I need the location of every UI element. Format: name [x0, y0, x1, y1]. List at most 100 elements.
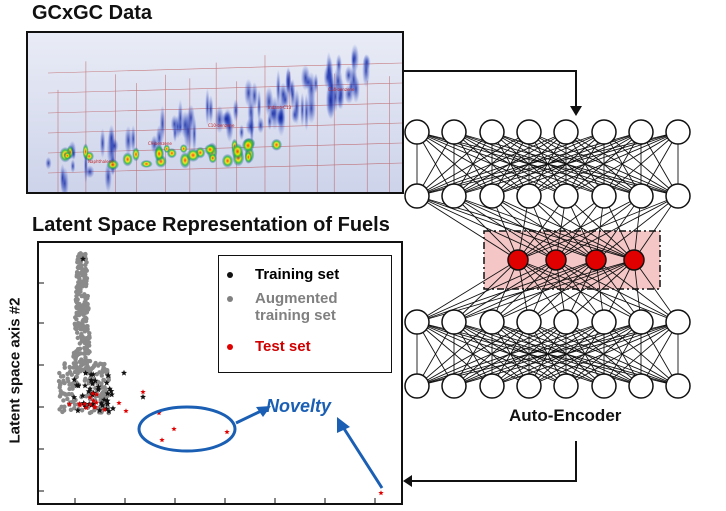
gc-peak-label: C10-benzene [208, 123, 235, 128]
ae-connection [528, 131, 605, 197]
ae-connection [517, 259, 642, 323]
neuron [628, 309, 654, 335]
test-point [171, 426, 177, 432]
augmented-point [75, 348, 80, 353]
ae-connection [555, 259, 567, 323]
training-point [71, 376, 78, 383]
training-point [99, 402, 106, 409]
augmented-point [83, 376, 88, 381]
augmented-point [83, 283, 89, 289]
augmented-point [68, 407, 74, 413]
latent-space-title: Latent Space Representation of Fuels [32, 214, 390, 236]
ae-connection [453, 131, 605, 197]
legend-training: Training set [227, 266, 339, 283]
neuron [516, 119, 542, 145]
ae-connection [603, 131, 642, 197]
augmented-point [99, 373, 104, 378]
ae-connection [453, 131, 642, 197]
ae-connection [453, 321, 493, 387]
ae-connection [633, 195, 679, 261]
augmented-point [92, 407, 97, 413]
augmented-point [85, 295, 90, 301]
augmented-point [76, 264, 81, 269]
bottleneck-neuron [507, 249, 529, 271]
ae-connection [491, 259, 557, 323]
training-point [74, 407, 81, 414]
test-point [94, 391, 100, 397]
ae-connection [416, 131, 605, 197]
training-point [121, 369, 127, 376]
ae-connection [453, 321, 530, 387]
ae-connection [565, 321, 605, 387]
test-point [82, 401, 88, 407]
test-point [224, 429, 230, 435]
ae-connection [491, 195, 635, 261]
augmented-point [78, 368, 83, 374]
legend-augmented: Augmented training set [227, 290, 387, 324]
augmented-point [99, 362, 105, 367]
novelty-arrow-left [235, 409, 262, 425]
ae-connection [416, 321, 642, 387]
ae-connection [453, 131, 642, 197]
augmented-point [96, 379, 101, 385]
ae-connection [603, 131, 679, 197]
ae-connection [595, 195, 605, 261]
novelty-arrowhead-left [256, 406, 271, 417]
ae-connection [416, 321, 530, 387]
augmented-point [72, 405, 77, 411]
augmented-point [84, 260, 89, 265]
neuron [479, 183, 505, 209]
novelty-ellipse [137, 405, 237, 453]
augmented-point [74, 316, 79, 322]
legend-training-label: Training set [255, 266, 340, 283]
ae-connection [528, 259, 597, 323]
gc-peak-label: Naphthalene [88, 159, 114, 164]
y-axis-label: Latent space axis #2 [6, 297, 24, 444]
training-point [95, 386, 102, 393]
augmented-point [101, 377, 107, 383]
novelty-arrow-right [341, 426, 384, 489]
augmented-point [74, 285, 79, 290]
augmented-point [82, 292, 87, 298]
ae-connection [565, 321, 642, 387]
augmented-point [57, 385, 62, 390]
ae-connection [491, 321, 567, 387]
neuron [628, 183, 654, 209]
test-point [123, 408, 129, 414]
test-point [93, 399, 100, 405]
ae-connection [416, 131, 567, 197]
ae-connection [416, 131, 455, 197]
ae-connection [416, 131, 567, 197]
ae-connection [491, 259, 635, 323]
gc-peak-label: Indane-C13 [268, 105, 291, 110]
ae-connection [528, 195, 597, 261]
ae-connection [517, 259, 679, 323]
ae-connection [453, 321, 567, 387]
augmented-point [76, 289, 81, 295]
augmented-point [69, 391, 74, 397]
test-point [140, 389, 146, 395]
neuron [553, 309, 579, 335]
ae-connection [453, 259, 519, 323]
ae-connection [640, 131, 679, 197]
ae-connection [517, 195, 530, 261]
test-dot-icon [227, 344, 233, 351]
training-point [82, 370, 89, 376]
ae-connection [416, 321, 679, 387]
gc-peak-label: C14-benzene [328, 87, 355, 92]
neuron [404, 373, 430, 399]
training-point [79, 392, 86, 399]
input-arrow [404, 70, 577, 108]
training-point [106, 385, 113, 392]
ae-connection [453, 131, 605, 197]
augmented-point [67, 386, 72, 392]
augmented-point [67, 364, 72, 370]
augmented-point [58, 374, 64, 379]
augmented-point [99, 391, 104, 397]
augmented-point [71, 354, 76, 359]
ae-connection [555, 259, 605, 323]
ae-connection [416, 195, 557, 261]
novelty-arrowhead-right [337, 417, 350, 433]
test-point [156, 410, 162, 416]
